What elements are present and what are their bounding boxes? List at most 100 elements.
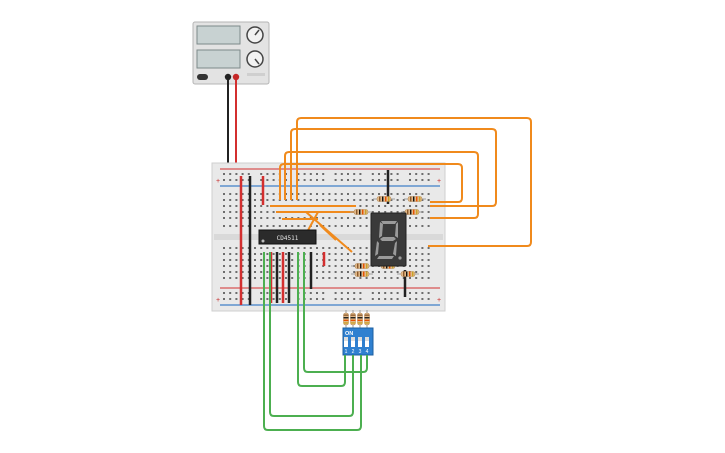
breadboard-hole[interactable] bbox=[334, 247, 337, 249]
breadboard-hole[interactable] bbox=[334, 259, 337, 261]
breadboard-hole[interactable] bbox=[396, 271, 399, 273]
rail-hole[interactable] bbox=[371, 173, 374, 175]
breadboard-hole[interactable] bbox=[347, 225, 349, 227]
rail-hole[interactable] bbox=[347, 173, 349, 175]
breadboard-hole[interactable] bbox=[371, 277, 374, 279]
breadboard-hole[interactable] bbox=[421, 271, 424, 273]
resistor[interactable] bbox=[343, 310, 349, 328]
breadboard-hole[interactable] bbox=[409, 193, 411, 195]
breadboard-hole[interactable] bbox=[254, 247, 256, 249]
breadboard-hole[interactable] bbox=[390, 277, 393, 279]
breadboard-hole[interactable] bbox=[322, 199, 325, 201]
breadboard-hole[interactable] bbox=[353, 193, 356, 195]
rail-hole[interactable] bbox=[272, 173, 275, 175]
breadboard-hole[interactable] bbox=[285, 225, 287, 227]
breadboard-hole[interactable] bbox=[241, 247, 244, 249]
rail-hole[interactable] bbox=[409, 173, 411, 175]
breadboard-hole[interactable] bbox=[291, 247, 294, 249]
rail-hole[interactable] bbox=[278, 298, 281, 300]
breadboard-hole[interactable] bbox=[340, 225, 343, 227]
rail-hole[interactable] bbox=[316, 292, 318, 294]
breadboard-hole[interactable] bbox=[427, 225, 430, 227]
breadboard-hole[interactable] bbox=[415, 265, 418, 267]
breadboard-hole[interactable] bbox=[415, 225, 418, 227]
breadboard-hole[interactable] bbox=[235, 193, 238, 195]
breadboard-hole[interactable] bbox=[229, 205, 232, 207]
breadboard-hole[interactable] bbox=[427, 277, 430, 279]
rail-hole[interactable] bbox=[390, 179, 393, 181]
dip-toggle[interactable] bbox=[358, 337, 362, 347]
rail-hole[interactable] bbox=[378, 179, 380, 181]
breadboard-hole[interactable] bbox=[340, 247, 343, 249]
breadboard-hole[interactable] bbox=[303, 225, 306, 227]
rail-hole[interactable] bbox=[390, 173, 393, 175]
breadboard-hole[interactable] bbox=[390, 193, 393, 195]
breadboard-hole[interactable] bbox=[223, 271, 225, 273]
breadboard-hole[interactable] bbox=[353, 247, 356, 249]
breadboard-hole[interactable] bbox=[328, 265, 331, 267]
resistor[interactable] bbox=[401, 209, 423, 215]
breadboard-hole[interactable] bbox=[365, 259, 368, 261]
breadboard-hole[interactable] bbox=[235, 199, 238, 201]
breadboard-hole[interactable] bbox=[272, 211, 275, 213]
breadboard-hole[interactable] bbox=[347, 265, 349, 267]
breadboard-hole[interactable] bbox=[365, 217, 368, 219]
rail-hole[interactable] bbox=[396, 298, 399, 300]
breadboard-hole[interactable] bbox=[334, 277, 337, 279]
breadboard-hole[interactable] bbox=[359, 253, 362, 255]
breadboard-hole[interactable] bbox=[235, 211, 238, 213]
rail-hole[interactable] bbox=[303, 173, 306, 175]
breadboard-hole[interactable] bbox=[359, 225, 362, 227]
breadboard-hole[interactable] bbox=[291, 225, 294, 227]
breadboard-hole[interactable] bbox=[272, 199, 275, 201]
breadboard-hole[interactable] bbox=[272, 277, 275, 279]
breadboard-hole[interactable] bbox=[254, 259, 256, 261]
breadboard-hole[interactable] bbox=[223, 205, 225, 207]
breadboard-hole[interactable] bbox=[223, 211, 225, 213]
breadboard-hole[interactable] bbox=[421, 225, 424, 227]
breadboard-hole[interactable] bbox=[328, 277, 331, 279]
rail-hole[interactable] bbox=[409, 179, 411, 181]
breadboard-hole[interactable] bbox=[328, 271, 331, 273]
rail-hole[interactable] bbox=[309, 298, 312, 300]
breadboard-hole[interactable] bbox=[254, 211, 256, 213]
breadboard-hole[interactable] bbox=[260, 199, 263, 201]
rail-hole[interactable] bbox=[415, 292, 418, 294]
rail-hole[interactable] bbox=[378, 292, 380, 294]
rail-hole[interactable] bbox=[371, 298, 374, 300]
breadboard-hole[interactable] bbox=[223, 277, 225, 279]
breadboard-hole[interactable] bbox=[334, 225, 337, 227]
breadboard-hole[interactable] bbox=[241, 253, 244, 255]
breadboard-hole[interactable] bbox=[254, 265, 256, 267]
rail-hole[interactable] bbox=[409, 298, 411, 300]
breadboard-hole[interactable] bbox=[409, 205, 411, 207]
breadboard-hole[interactable] bbox=[260, 259, 263, 261]
breadboard-hole[interactable] bbox=[254, 271, 256, 273]
rail-hole[interactable] bbox=[371, 292, 374, 294]
breadboard-hole[interactable] bbox=[384, 277, 387, 279]
breadboard-hole[interactable] bbox=[359, 193, 362, 195]
seven-segment-display[interactable] bbox=[370, 212, 407, 267]
breadboard-hole[interactable] bbox=[415, 253, 418, 255]
breadboard-hole[interactable] bbox=[353, 199, 356, 201]
breadboard-hole[interactable] bbox=[322, 271, 325, 273]
breadboard-hole[interactable] bbox=[421, 193, 424, 195]
breadboard-hole[interactable] bbox=[266, 225, 269, 227]
rail-hole[interactable] bbox=[303, 179, 306, 181]
breadboard-hole[interactable] bbox=[427, 253, 430, 255]
breadboard-hole[interactable] bbox=[266, 259, 269, 261]
rail-hole[interactable] bbox=[266, 298, 269, 300]
breadboard-hole[interactable] bbox=[309, 199, 312, 201]
rail-hole[interactable] bbox=[359, 292, 362, 294]
breadboard-hole[interactable] bbox=[378, 277, 380, 279]
breadboard-hole[interactable] bbox=[235, 271, 238, 273]
rail-hole[interactable] bbox=[260, 298, 263, 300]
rail-hole[interactable] bbox=[340, 298, 343, 300]
breadboard-hole[interactable] bbox=[272, 259, 275, 261]
breadboard-hole[interactable] bbox=[241, 259, 244, 261]
breadboard-hole[interactable] bbox=[402, 199, 405, 201]
breadboard-hole[interactable] bbox=[303, 247, 306, 249]
dip-toggle[interactable] bbox=[365, 337, 369, 347]
rail-hole[interactable] bbox=[260, 292, 263, 294]
